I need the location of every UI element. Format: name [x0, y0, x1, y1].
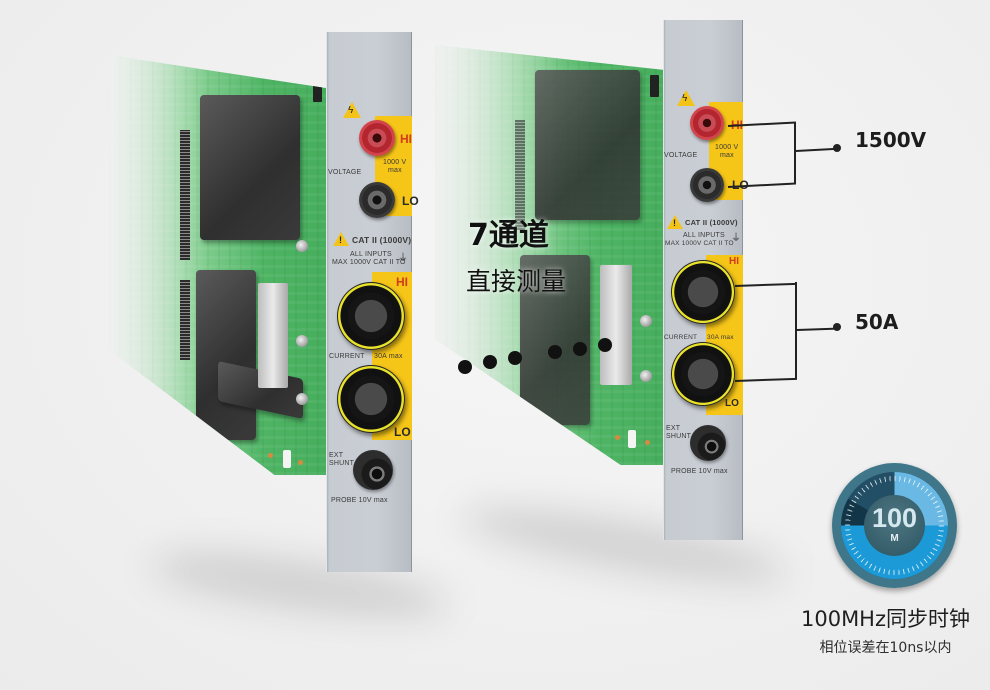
voltage-lo-label: LO — [402, 194, 419, 208]
all-inputs-limit: MAX 1000V CAT II TO — [332, 259, 406, 266]
current-label: CURRENT — [329, 353, 365, 360]
current-hi-label: HI — [729, 256, 739, 267]
all-inputs-label: ALL INPUTS — [350, 251, 392, 258]
front-panel: HI VOLTAGE 1000 V max LO CAT II (1000V) … — [326, 32, 419, 572]
voltage-rating: 1000 V — [383, 159, 407, 166]
voltage-rating-unit: max — [388, 167, 402, 174]
caution-icon — [333, 232, 349, 246]
current-lo-label: LO — [394, 425, 411, 439]
probe-label: PROBE 10V max — [331, 497, 388, 504]
front-panel: HI VOLTAGE 1000 V max LO CAT II (1000V) … — [663, 20, 749, 540]
screw-icon — [296, 393, 308, 405]
ext-shunt-label: EXT — [329, 452, 344, 459]
screw-icon — [640, 370, 652, 382]
voltage-lo-jack[interactable] — [690, 168, 724, 202]
current-label: CURRENT — [664, 334, 698, 341]
ext-shunt-label: EXT — [666, 425, 681, 432]
all-inputs-limit: MAX 1000V CAT II TO — [665, 240, 734, 247]
shield-plate — [535, 70, 640, 220]
metal-clip — [600, 265, 632, 385]
cat-rating: CAT II (1000V) — [685, 218, 738, 227]
clock-dial-icon: 100 M — [832, 463, 957, 588]
voltage-hi-label: HI — [400, 132, 412, 146]
current-lo-jack[interactable] — [671, 342, 735, 406]
ext-shunt-label: SHUNT — [329, 460, 355, 467]
voltage-hi-jack[interactable] — [359, 120, 395, 156]
ground-icon: ⏚ — [731, 233, 742, 244]
voltage-rating: 1000 V — [715, 144, 739, 151]
screw-icon — [640, 315, 652, 327]
metal-clip — [258, 283, 288, 388]
voltage-label: VOLTAGE — [328, 169, 362, 176]
voltage-lo-jack[interactable] — [359, 182, 395, 218]
clock-value: 100 — [871, 503, 918, 533]
current-hi-jack[interactable] — [337, 282, 405, 350]
callout-dot — [833, 323, 841, 331]
probe-label: PROBE 10V max — [671, 468, 728, 475]
ext-shunt-label: SHUNT — [666, 433, 692, 440]
current-rating: 30A max — [707, 334, 734, 341]
current-lo-label: LO — [725, 398, 739, 409]
current-spec: 50A — [855, 310, 899, 334]
current-hi-jack[interactable] — [671, 260, 735, 324]
caution-icon — [667, 215, 683, 229]
channel-count-headline: 7通道 — [468, 218, 549, 253]
all-inputs-label: ALL INPUTS — [683, 232, 725, 239]
high-voltage-warning-icon — [677, 90, 695, 106]
clock-unit: M — [890, 533, 899, 544]
circuit-board — [108, 55, 330, 475]
circuit-board — [435, 45, 667, 465]
ext-shunt-bnc-connector[interactable] — [353, 450, 393, 490]
shield-plate — [196, 270, 256, 440]
high-voltage-warning-icon — [343, 102, 361, 118]
callout-dot — [833, 144, 841, 152]
voltage-spec: 1500V — [855, 128, 927, 152]
direct-measure-subheadline: 直接测量 — [466, 267, 567, 296]
sync-clock-title: 100MHz同步时钟 — [800, 607, 970, 631]
current-rating: 30A max — [374, 353, 403, 360]
shield-plate — [200, 95, 300, 240]
screw-icon — [296, 240, 308, 252]
ground-icon: ⏚ — [398, 253, 409, 264]
voltage-rating-unit: max — [720, 152, 734, 159]
screw-icon — [296, 335, 308, 347]
voltage-label: VOLTAGE — [664, 152, 698, 159]
ext-shunt-bnc-connector[interactable] — [690, 425, 726, 461]
cat-rating: CAT II (1000V) — [352, 235, 412, 245]
current-hi-label: HI — [396, 275, 408, 289]
current-lo-jack[interactable] — [337, 365, 405, 433]
shield-plate — [520, 255, 590, 425]
sync-clock-subtitle: 相位误差在10ns以内 — [819, 640, 952, 656]
voltage-hi-jack[interactable] — [690, 106, 724, 140]
